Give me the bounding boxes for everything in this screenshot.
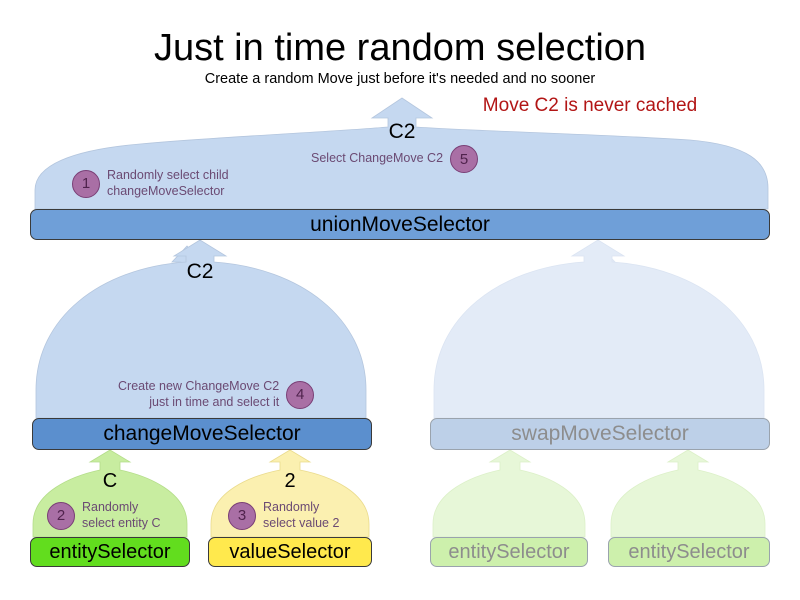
step-text-2: Randomly select entity C — [82, 500, 161, 530]
callout-never-cached: Move C2 is never cached — [482, 95, 698, 116]
node-change-move-selector[interactable]: changeMoveSelector — [32, 418, 372, 450]
annotation-step-4: 4 Create new ChangeMove C2 just in time … — [118, 379, 315, 410]
step-text-1: Randomly select child changeMoveSelector — [107, 168, 229, 198]
node-swap-entity-selector-2[interactable]: entitySelector — [608, 537, 770, 567]
page-title: Just in time random selection — [153, 27, 647, 69]
swap-entity-1-output-dome — [432, 449, 586, 538]
step-badge-4: 4 — [286, 380, 315, 409]
step-badge-2: 2 — [47, 501, 75, 530]
page-subtitle: Create a random Move just before it's ne… — [204, 71, 596, 87]
union-output-dome — [34, 97, 769, 210]
flow-label-entity-output: C — [102, 470, 118, 492]
flow-label-value-output: 2 — [284, 470, 296, 492]
step-text-3: Randomly select value 2 — [263, 500, 340, 530]
swap-output-dome — [433, 239, 765, 419]
node-entity-selector[interactable]: entitySelector — [30, 537, 190, 567]
node-swap-entity-selector-1[interactable]: entitySelector — [430, 537, 588, 567]
step-badge-3: 3 — [228, 501, 256, 530]
swap-entity-2-output-dome — [610, 449, 766, 538]
flow-label-change-output: C2 — [186, 260, 214, 283]
node-value-selector[interactable]: valueSelector — [208, 537, 372, 567]
flow-label-union-output: C2 — [388, 120, 416, 143]
step-text-5: Select ChangeMove C2 — [311, 151, 444, 166]
node-union-move-selector[interactable]: unionMoveSelector — [30, 209, 770, 240]
step-badge-1: 1 — [72, 169, 100, 198]
annotation-step-5: 5 Select ChangeMove C2 — [311, 145, 479, 173]
annotation-step-2: 2 Randomly select entity C — [47, 500, 161, 531]
step-badge-5: 5 — [450, 145, 479, 173]
annotation-step-3: 3 Randomly select value 2 — [228, 500, 339, 531]
node-swap-move-selector[interactable]: swapMoveSelector — [430, 418, 770, 450]
step-text-4: Create new ChangeMove C2 just in time an… — [118, 379, 280, 409]
annotation-step-1: 1 Randomly select child changeMoveSelect… — [72, 168, 229, 199]
change-output-dome — [35, 239, 367, 419]
